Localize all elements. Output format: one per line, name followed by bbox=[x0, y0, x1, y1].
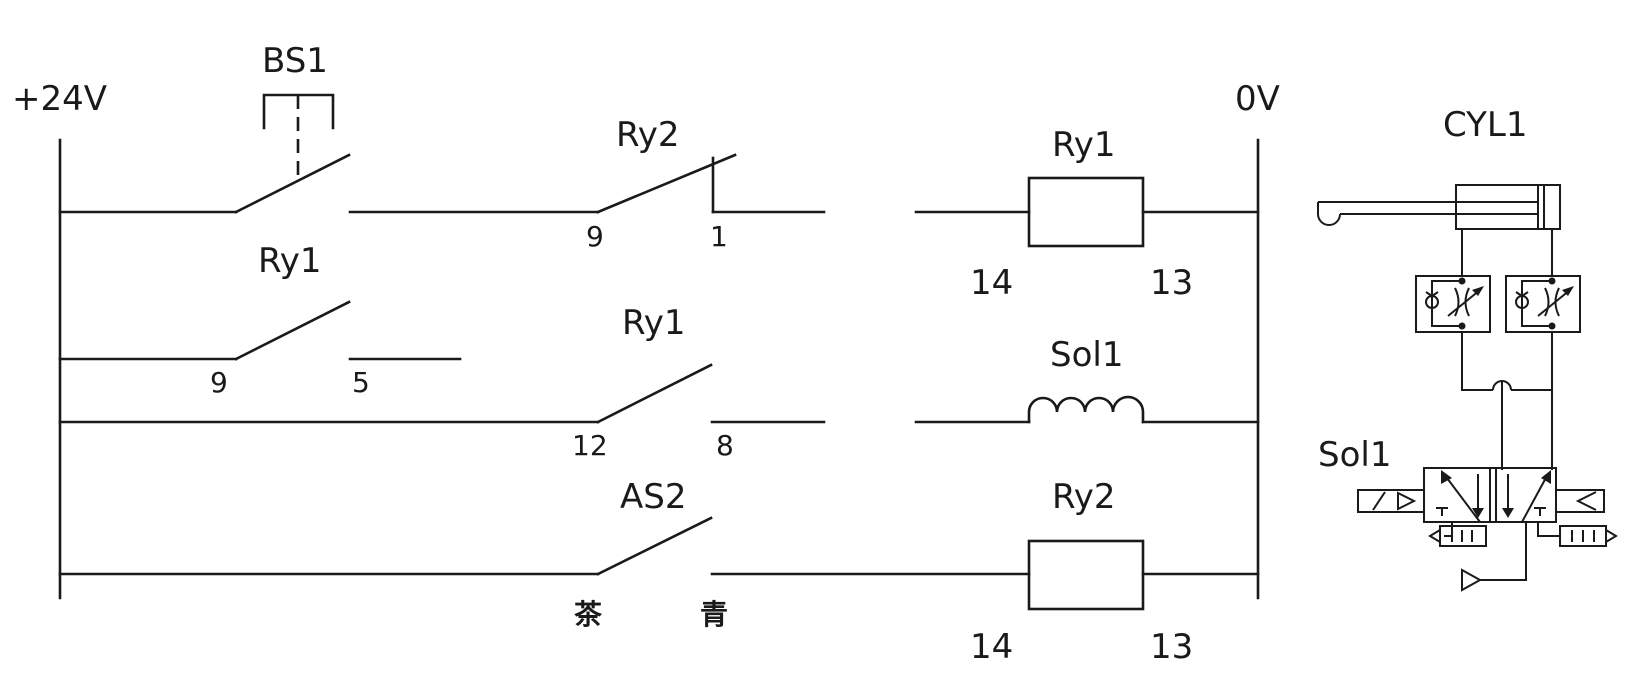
flow-arrow bbox=[1443, 473, 1481, 523]
rung-2: Ry1 9 5 bbox=[58, 241, 462, 399]
rung-3: Ry1 12 8 Sol1 bbox=[58, 303, 1260, 462]
solenoid-coil-sol1: Sol1 bbox=[1027, 335, 1145, 424]
solenoid-coil bbox=[1027, 395, 1145, 424]
valve-label: Sol1 bbox=[1318, 435, 1391, 475]
pilot-triangle bbox=[1397, 491, 1417, 511]
check-valve-bypass bbox=[1521, 280, 1552, 327]
contact-label: Ry2 bbox=[616, 115, 680, 155]
pushbutton-head bbox=[262, 93, 335, 130]
exhaust-line bbox=[1444, 522, 1453, 537]
switch-as2: AS2 茶 青 bbox=[574, 477, 728, 631]
arrow-head bbox=[1541, 470, 1551, 484]
throttle-arc bbox=[1454, 287, 1460, 317]
speed-controller-right bbox=[1505, 275, 1581, 333]
terminal-number: 1 bbox=[710, 220, 728, 253]
coil-terminal-number: 14 bbox=[970, 627, 1013, 667]
adjust-arrow bbox=[1447, 289, 1481, 317]
flow-arrow bbox=[1521, 473, 1549, 523]
junction-dot bbox=[1458, 322, 1466, 330]
air-supply bbox=[1461, 522, 1527, 592]
exhaust-triangle bbox=[1428, 528, 1441, 544]
solenoid-winding bbox=[1372, 491, 1386, 511]
rod-end-eye bbox=[1317, 202, 1341, 226]
switch-blade bbox=[596, 516, 713, 576]
terminal-number: 9 bbox=[210, 366, 228, 399]
air-line bbox=[1461, 332, 1493, 391]
coil-terminal-number: 14 bbox=[970, 263, 1013, 303]
air-line bbox=[1511, 389, 1553, 470]
positive-rail-label: +24V bbox=[12, 79, 107, 119]
wire-color-label: 茶 bbox=[574, 598, 603, 631]
speed-controller-body bbox=[1505, 275, 1581, 333]
terminal-number: 5 bbox=[352, 366, 370, 399]
relay-coil bbox=[1027, 176, 1145, 248]
arrow-head bbox=[1472, 508, 1484, 518]
junction-dot bbox=[1458, 277, 1466, 285]
terminal-number: 12 bbox=[572, 429, 608, 462]
arrow-head bbox=[1502, 508, 1514, 518]
arrow-head bbox=[1562, 286, 1574, 296]
exhaust-triangle bbox=[1605, 528, 1618, 544]
contact-blade bbox=[234, 300, 351, 361]
spring-symbol bbox=[1575, 491, 1597, 511]
pushbutton-bs1: BS1 bbox=[234, 41, 351, 214]
supply-line bbox=[1480, 522, 1527, 581]
exhaust-silencer-right bbox=[1537, 522, 1618, 547]
exhaust-line bbox=[1537, 522, 1560, 537]
rung-4: AS2 茶 青 Ry2 14 13 bbox=[58, 477, 1260, 667]
check-seat bbox=[1515, 291, 1529, 298]
junction-dot bbox=[1548, 322, 1556, 330]
terminal-number: 8 bbox=[716, 429, 734, 462]
relay-coil bbox=[1027, 539, 1145, 611]
throttle-arc bbox=[1544, 287, 1550, 317]
contact-label: Ry1 bbox=[258, 241, 322, 281]
exhaust-silencer-left bbox=[1428, 522, 1487, 547]
switch-blade bbox=[234, 153, 351, 214]
solenoid-valve bbox=[1357, 467, 1605, 523]
contact-ry1-no: Ry1 12 8 bbox=[572, 303, 734, 462]
coil-label: Ry2 bbox=[1052, 477, 1116, 517]
adjust-arrow bbox=[1537, 289, 1571, 317]
check-seat bbox=[1425, 291, 1439, 298]
arrow-head bbox=[1441, 470, 1452, 484]
coil-label: Sol1 bbox=[1050, 335, 1123, 375]
check-valve-bypass bbox=[1431, 280, 1462, 327]
cylinder bbox=[1317, 184, 1561, 230]
pressure-source-icon bbox=[1461, 568, 1483, 592]
speed-controller-body bbox=[1415, 275, 1491, 333]
contact-label: Ry1 bbox=[622, 303, 686, 343]
rung-1: BS1 Ry2 9 1 Ry1 14 13 bbox=[58, 41, 1260, 303]
wire-color-label: 青 bbox=[700, 598, 728, 631]
speed-controller-left bbox=[1415, 275, 1491, 333]
switch-label: AS2 bbox=[620, 477, 686, 517]
terminal-number: 9 bbox=[586, 220, 604, 253]
junction-dot bbox=[1548, 277, 1556, 285]
contact-ry2-nc: Ry2 9 1 bbox=[586, 115, 737, 253]
coil-ry2: Ry2 14 13 bbox=[970, 477, 1193, 667]
coil-ry1: Ry1 14 13 bbox=[970, 125, 1193, 303]
coil-terminal-number: 13 bbox=[1150, 627, 1193, 667]
spring-return bbox=[1555, 489, 1605, 513]
power-rails: +24V 0V bbox=[12, 79, 1280, 600]
coil-terminal-number: 13 bbox=[1150, 263, 1193, 303]
pushbutton-label: BS1 bbox=[262, 41, 328, 81]
pneumatic-circuit: CYL1 bbox=[1317, 105, 1618, 592]
contact-blade bbox=[596, 363, 713, 424]
negative-rail-label: 0V bbox=[1235, 79, 1280, 119]
cylinder-body bbox=[1455, 184, 1561, 230]
coil-label: Ry1 bbox=[1052, 125, 1116, 165]
arrow-head bbox=[1472, 286, 1484, 296]
cylinder-label: CYL1 bbox=[1443, 105, 1528, 145]
contact-blade bbox=[596, 153, 737, 214]
